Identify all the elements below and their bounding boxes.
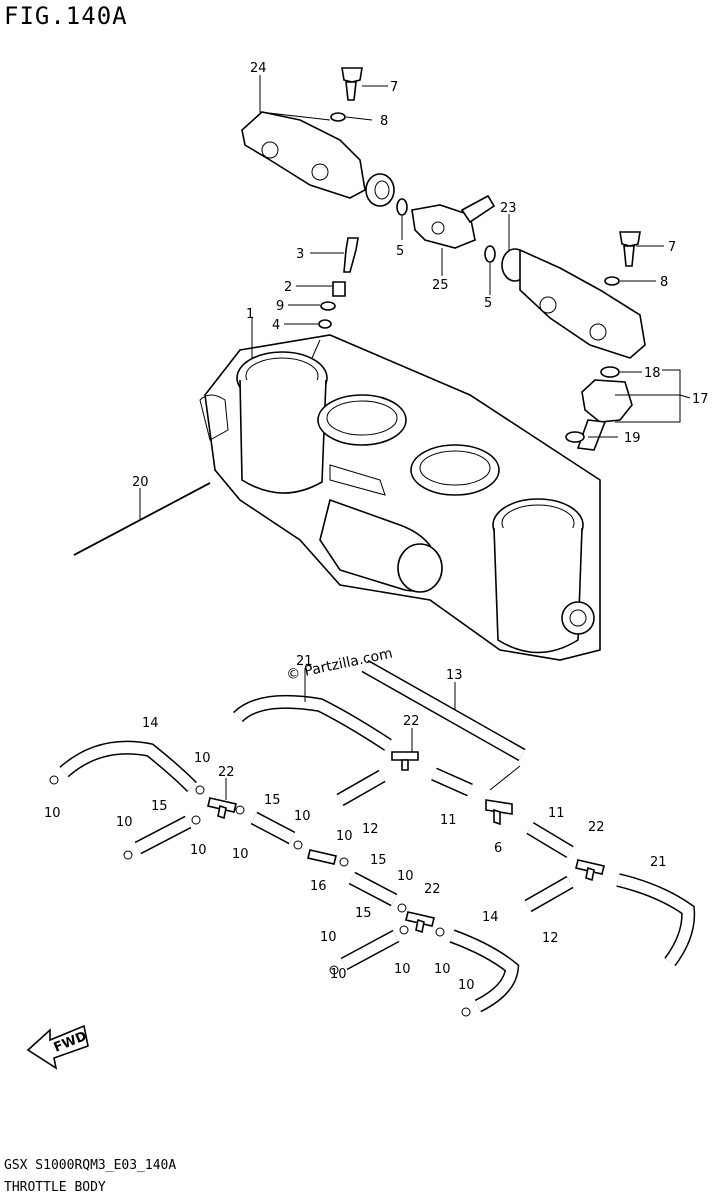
callout-7-lower: 7 bbox=[668, 240, 676, 255]
callout-14-lower: 14 bbox=[482, 910, 499, 925]
fuel-delivery-pipe-right[interactable] bbox=[501, 248, 646, 359]
o-ring-5-right[interactable] bbox=[484, 245, 496, 263]
hose-14-upper[interactable] bbox=[59, 740, 197, 792]
callout-21-lower: 21 bbox=[650, 855, 667, 870]
o-ring-9[interactable] bbox=[320, 301, 336, 311]
hose-15-d[interactable] bbox=[340, 929, 400, 971]
callout-22-right: 22 bbox=[588, 820, 605, 835]
callout-10-m: 10 bbox=[330, 967, 347, 982]
callout-5-right: 5 bbox=[484, 296, 492, 311]
callout-8-upper: 8 bbox=[380, 114, 388, 129]
callout-17: 17 bbox=[692, 392, 709, 407]
footer-figure-code: GSX S1000RQM3_E03_140A bbox=[4, 1158, 177, 1173]
hose-20[interactable] bbox=[73, 482, 211, 556]
callout-8-lower: 8 bbox=[660, 275, 668, 290]
callout-10-k: 10 bbox=[434, 962, 451, 977]
washer-8-upper[interactable] bbox=[330, 112, 346, 122]
hose-21-upper[interactable] bbox=[233, 694, 392, 751]
callout-14-upper: 14 bbox=[142, 716, 159, 731]
callout-22-left: 22 bbox=[218, 765, 235, 780]
callout-10-h: 10 bbox=[397, 869, 414, 884]
footer-figure-name: THROTTLE BODY bbox=[4, 1180, 106, 1195]
callout-16: 16 bbox=[310, 879, 327, 894]
callout-15-a: 15 bbox=[151, 799, 168, 814]
washer-8-lower[interactable] bbox=[604, 276, 620, 286]
callout-10-l: 10 bbox=[458, 978, 475, 993]
callout-24: 24 bbox=[250, 61, 267, 76]
hose-12-lower[interactable] bbox=[524, 875, 574, 913]
callout-21-upper: 21 bbox=[296, 654, 313, 669]
hose-11-center[interactable] bbox=[431, 767, 473, 797]
fwd-arrow: FWD bbox=[26, 1024, 89, 1070]
callout-7-upper: 7 bbox=[390, 80, 398, 95]
callout-15-d: 15 bbox=[355, 906, 372, 921]
t-joint-22-lower[interactable] bbox=[405, 911, 435, 934]
callout-22-lower: 22 bbox=[424, 882, 441, 897]
o-ring-4[interactable] bbox=[318, 319, 332, 329]
throttle-body-assembly[interactable] bbox=[199, 334, 601, 661]
callout-12-lower: 12 bbox=[542, 931, 559, 946]
hose-15-c[interactable] bbox=[348, 871, 398, 907]
callout-10-j: 10 bbox=[394, 962, 411, 977]
hose-12-center[interactable] bbox=[336, 769, 386, 807]
callout-10-c: 10 bbox=[116, 815, 133, 830]
callout-labels: 24 7 8 23 7 8 5 25 5 3 2 9 4 1 18 17 19 … bbox=[44, 61, 709, 993]
callout-10-i: 10 bbox=[320, 930, 337, 945]
joint-16[interactable] bbox=[307, 849, 337, 865]
fuel-delivery-pipe-left[interactable] bbox=[241, 111, 395, 207]
t-joint-22-right[interactable] bbox=[575, 859, 605, 882]
callout-9: 9 bbox=[276, 299, 284, 314]
hose-13[interactable] bbox=[361, 659, 526, 762]
bolt-7-lower[interactable] bbox=[619, 231, 641, 267]
o-ring-5-left[interactable] bbox=[396, 198, 408, 216]
callout-18: 18 bbox=[644, 366, 661, 381]
callout-6: 6 bbox=[494, 841, 502, 856]
hose-15-b[interactable] bbox=[250, 811, 296, 845]
o-ring-18[interactable] bbox=[600, 366, 620, 378]
callout-11-center: 11 bbox=[440, 813, 457, 828]
callout-3: 3 bbox=[296, 247, 304, 262]
hose-11-right[interactable] bbox=[526, 821, 574, 859]
bolt-7-upper[interactable] bbox=[341, 67, 363, 101]
callout-1: 1 bbox=[246, 307, 254, 322]
callout-15-c: 15 bbox=[370, 853, 387, 868]
leader-lines bbox=[139, 75, 691, 800]
callout-10-f: 10 bbox=[190, 843, 207, 858]
callout-10-b: 10 bbox=[44, 806, 61, 821]
callout-12-center: 12 bbox=[362, 822, 379, 837]
t-joint-22-left[interactable] bbox=[207, 797, 237, 820]
sensor-3[interactable] bbox=[343, 237, 359, 273]
fuel-pipe-joint-25[interactable] bbox=[411, 194, 496, 249]
callout-22-upper: 22 bbox=[403, 714, 420, 729]
callout-25: 25 bbox=[432, 278, 449, 293]
callout-15-b: 15 bbox=[264, 793, 281, 808]
spring-2[interactable] bbox=[332, 281, 346, 297]
fuel-injector-17[interactable] bbox=[576, 379, 633, 451]
hose-15-a[interactable] bbox=[134, 815, 192, 855]
hose-21-lower[interactable] bbox=[616, 873, 696, 967]
t-joint-22-upper[interactable] bbox=[391, 751, 419, 771]
joint-6[interactable] bbox=[485, 799, 513, 826]
callout-10-g: 10 bbox=[232, 847, 249, 862]
o-ring-19[interactable] bbox=[565, 431, 585, 443]
callout-4: 4 bbox=[272, 318, 280, 333]
callout-5-left: 5 bbox=[396, 244, 404, 259]
clamps-10[interactable] bbox=[49, 775, 471, 1017]
callout-2: 2 bbox=[284, 280, 292, 295]
callout-10-e: 10 bbox=[336, 829, 353, 844]
callout-13: 13 bbox=[446, 668, 463, 683]
callout-20: 20 bbox=[132, 475, 149, 490]
callout-19: 19 bbox=[624, 431, 641, 446]
callout-10-a: 10 bbox=[194, 751, 211, 766]
page-title: FIG.140A bbox=[4, 2, 128, 30]
callout-11-right: 11 bbox=[548, 806, 565, 821]
hose-14-lower[interactable] bbox=[449, 929, 520, 1013]
callout-23: 23 bbox=[500, 201, 517, 216]
callout-10-d: 10 bbox=[294, 809, 311, 824]
